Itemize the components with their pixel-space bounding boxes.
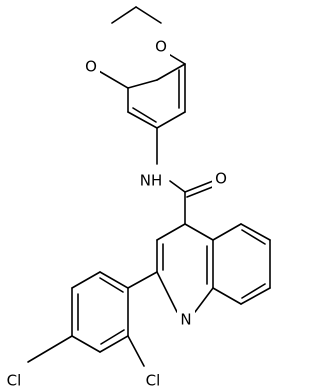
- bond: [71, 335, 101, 353]
- bond: [156, 223, 186, 241]
- label-mask: [152, 37, 170, 57]
- amine-label: NH: [140, 172, 163, 190]
- bond: [184, 223, 214, 241]
- bond: [212, 287, 242, 305]
- bond: [241, 283, 266, 299]
- bond: [111, 6, 137, 24]
- bond: [156, 111, 186, 129]
- molecule-structure: O O NH O N Cl Cl: [1, 6, 271, 391]
- label-mask: [136, 171, 166, 191]
- bond: [127, 271, 158, 289]
- label-mask: [82, 57, 100, 77]
- bond: [71, 271, 101, 289]
- bond: [241, 229, 266, 245]
- oxygen-label-top: O: [155, 38, 167, 56]
- bond: [127, 79, 158, 89]
- bond: [169, 180, 186, 193]
- bond: [127, 335, 145, 367]
- bond: [135, 6, 162, 24]
- bond: [100, 329, 125, 345]
- bond: [99, 271, 129, 289]
- bond: [99, 335, 129, 353]
- bond: [27, 335, 73, 363]
- label-mask: [1, 371, 27, 391]
- bonds: [27, 6, 271, 367]
- oxygen-label-left: O: [85, 58, 97, 76]
- bond: [212, 223, 242, 241]
- bond: [156, 63, 186, 81]
- bond: [240, 223, 271, 241]
- label-mask: [140, 371, 166, 391]
- bond: [184, 180, 214, 193]
- bond: [156, 271, 178, 313]
- chlorine-label-left: Cl: [7, 372, 22, 390]
- label-mask: [212, 169, 230, 189]
- bond: [127, 111, 158, 129]
- bond: [194, 287, 214, 313]
- bond: [186, 185, 216, 198]
- carbonyl-oxygen-label: O: [215, 170, 227, 188]
- atom-labels: O O NH O N Cl Cl: [1, 37, 230, 391]
- chlorine-label-right: Cl: [146, 372, 161, 390]
- bond: [240, 287, 271, 305]
- label-mask: [177, 310, 195, 330]
- bond: [99, 277, 124, 293]
- bond: [132, 107, 157, 123]
- quinoline-nitrogen-label: N: [180, 311, 191, 329]
